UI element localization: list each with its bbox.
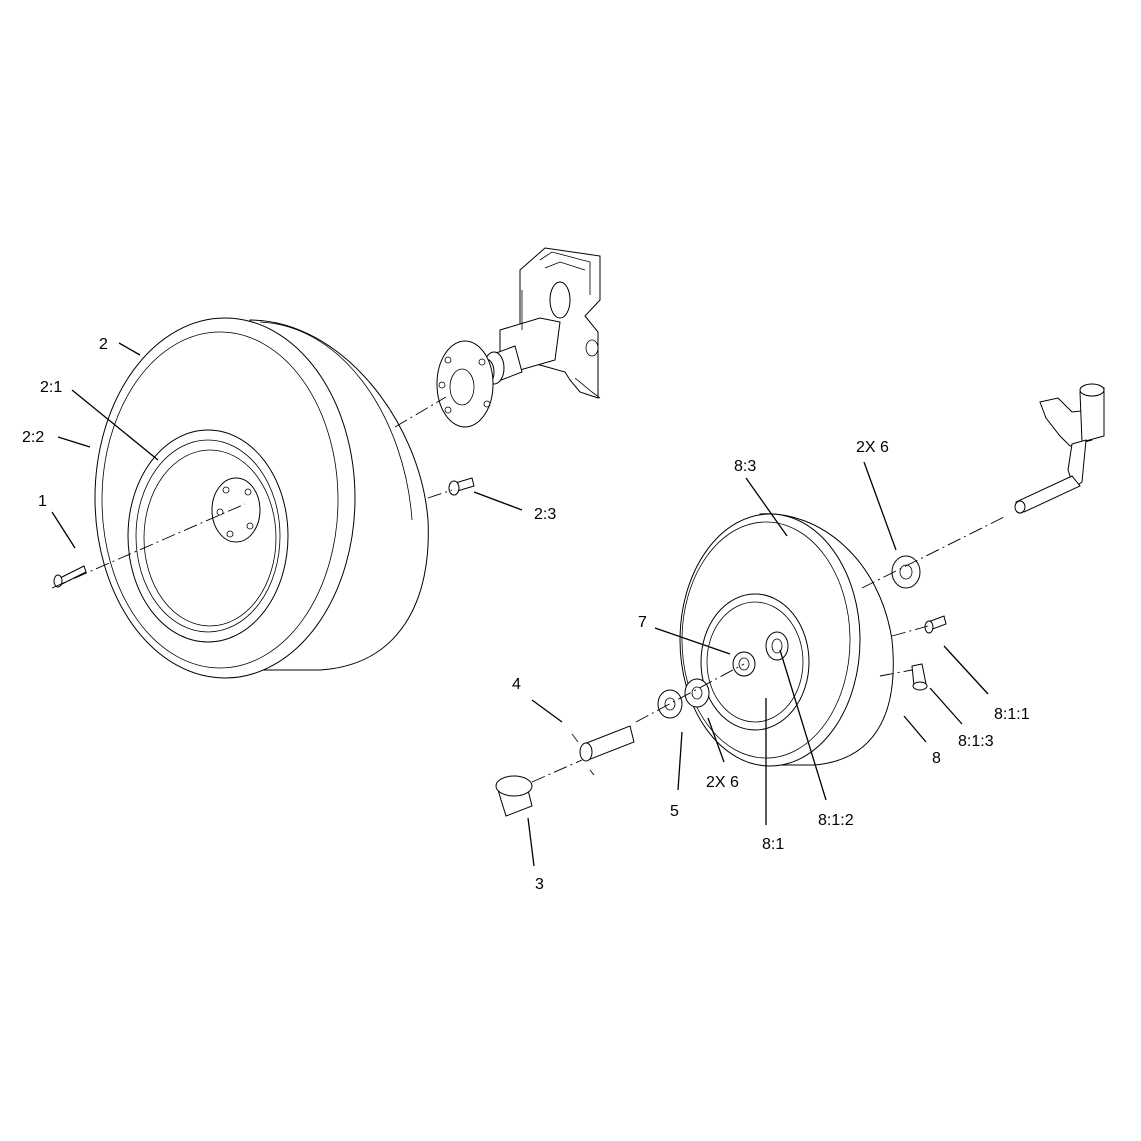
callout-2-2: 2:2 xyxy=(22,429,44,446)
callout-2: 2 xyxy=(99,336,108,353)
callout-8: 8 xyxy=(932,750,941,767)
valve-stem-left xyxy=(448,477,475,496)
callout-8-1: 8:1 xyxy=(762,836,784,853)
callout-7: 7 xyxy=(638,614,647,631)
left-wheel-assembly xyxy=(94,317,429,679)
leader-lines xyxy=(51,342,989,867)
center-lines xyxy=(51,396,1007,783)
axle-bolt xyxy=(571,725,635,762)
callout-2-3: 2:3 xyxy=(534,506,556,523)
callout-8-1-3: 8:1:3 xyxy=(958,733,994,750)
lug-bolt xyxy=(53,565,87,588)
callout-8-1-2: 8:1:2 xyxy=(818,812,854,829)
callout-8-3: 8:3 xyxy=(734,458,756,475)
callout-3: 3 xyxy=(535,876,544,893)
callout-4: 4 xyxy=(512,676,521,693)
caster-wheel-assembly xyxy=(679,513,894,767)
end-cap xyxy=(495,775,533,817)
callout-1: 1 xyxy=(38,493,47,510)
frame-axle-mount xyxy=(436,247,601,428)
callout-5: 5 xyxy=(670,803,679,820)
callout-labels: 2 2:1 2:2 1 2:3 8:3 2X 6 7 8:1:1 4 8:1:3… xyxy=(22,336,1030,893)
callout-2x6-top: 2X 6 xyxy=(856,439,889,456)
grease-fitting xyxy=(911,663,928,691)
caster-fork xyxy=(1014,383,1105,514)
callout-2x6-bottom: 2X 6 xyxy=(706,774,739,791)
callout-2-1: 2:1 xyxy=(40,379,62,396)
valve-stem-caster xyxy=(924,615,947,634)
washer-top xyxy=(891,555,921,589)
callout-8-1-1: 8:1:1 xyxy=(994,706,1030,723)
